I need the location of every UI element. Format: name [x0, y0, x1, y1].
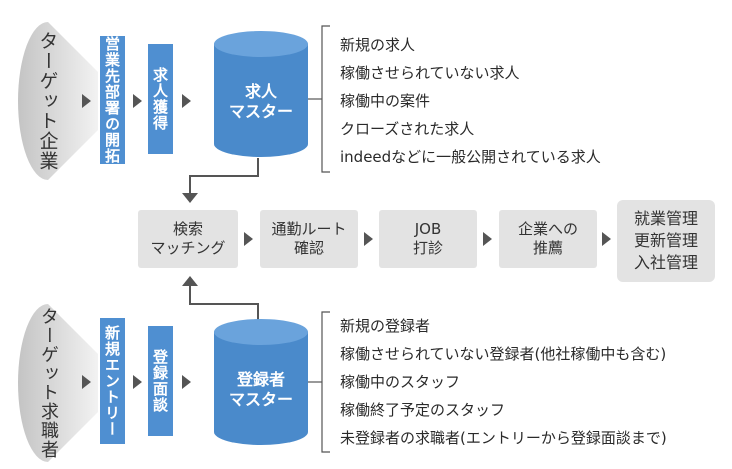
step-registration-interview: 登録面談 — [148, 326, 173, 436]
list-item: indeedなどに一般公開されている求人 — [340, 148, 601, 166]
arrow-right-icon — [133, 375, 142, 389]
funnel-label: ターゲット求職者 — [38, 307, 59, 459]
list-item: 新規の求人 — [340, 36, 416, 54]
list-item: 稼働中のスタッフ — [340, 373, 461, 391]
step-job-acquisition: 求人獲得 — [148, 44, 173, 154]
database-cylinder-icon — [214, 31, 308, 157]
flow-step-search-matching: 検索 マッチング — [138, 210, 238, 268]
flow-step-commute-route: 通勤ルート 確認 — [260, 210, 358, 268]
arrow-right-icon — [82, 94, 91, 108]
list-item: 稼働させられていない登録者(他社稼働中も含む) — [340, 345, 667, 363]
step-new-entry: 新規エントリー — [100, 318, 125, 444]
arrow-right-icon — [133, 94, 142, 108]
list-item: クローズされた求人 — [340, 120, 475, 138]
target-companies-funnel: ターゲット企業 — [10, 20, 98, 180]
flow-step-job-offer: JOB 打診 — [379, 210, 477, 268]
list-item: 未登録者の求職者(エントリーから登録面談まで) — [340, 429, 667, 447]
target-jobseekers-funnel: ターゲット求職者 — [10, 302, 98, 462]
step-sales-dept-development: 営業先部署の開拓 — [100, 36, 125, 164]
database-cylinder-icon — [214, 319, 308, 445]
registrant-master-database: 登録者 マスター — [212, 318, 310, 452]
list-item: 稼働させられていない求人 — [340, 64, 520, 82]
registrant-master-label: 登録者 マスター — [228, 370, 293, 409]
arrow-right-icon — [82, 375, 91, 389]
funnel-shape — [18, 22, 98, 180]
job-master-label: 求人 マスター — [228, 82, 293, 121]
arrow-right-icon — [182, 94, 191, 108]
list-item: 稼働終了予定のスタッフ — [340, 401, 506, 419]
arrow-right-icon — [182, 375, 191, 389]
flow-step-employment-management: 就業管理 更新管理 入社管理 — [617, 200, 715, 282]
funnel-shape — [18, 304, 98, 462]
funnel-label: ターゲット企業 — [36, 31, 59, 171]
arrow-right-icon — [244, 232, 253, 246]
job-master-database: 求人 マスター — [212, 30, 310, 164]
list-item: 新規の登録者 — [340, 317, 431, 335]
arrow-right-icon — [364, 232, 373, 246]
flow-step-company-recommendation: 企業への 推薦 — [499, 210, 597, 268]
arrow-right-icon — [483, 232, 492, 246]
arrow-right-icon — [602, 232, 611, 246]
list-item: 稼働中の案件 — [340, 92, 431, 110]
